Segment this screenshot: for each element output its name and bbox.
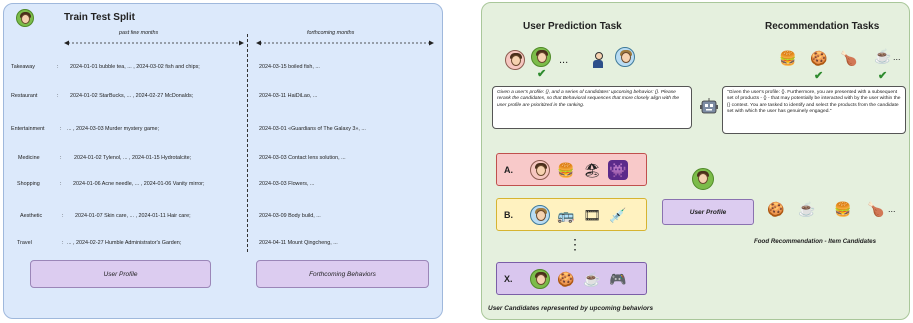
- forthcoming-behaviors-box: Forthcoming Behaviors: [256, 260, 429, 288]
- more-candidates-dots: ⋮: [568, 236, 582, 252]
- cookie-icon: 🍪: [557, 270, 575, 287]
- row-category: Entertainment: [11, 126, 45, 132]
- burger-icon: 🍔: [834, 201, 852, 217]
- user-avatar-icon: [16, 9, 34, 27]
- check-icon: ✔: [814, 70, 824, 82]
- row-future: 2024-03-15 boiled fish, ...: [259, 64, 320, 70]
- robot-icon: [700, 97, 718, 117]
- row-separator: :: [60, 181, 62, 187]
- recommendation-tasks-title: Recommendation Tasks: [765, 21, 880, 32]
- timeline-arrows: [64, 40, 434, 46]
- candidate-x: X. 🍪 ☕ 🎮: [496, 262, 647, 295]
- prediction-prompt: Given a user's profile: {}, and a series…: [492, 86, 692, 129]
- candidate-b: B. 🚌 🎞 💉: [496, 198, 647, 231]
- ellipsis: ...: [888, 204, 896, 214]
- row-separator: :: [62, 213, 64, 219]
- film-reel-icon: 🎞: [583, 206, 601, 223]
- user-prediction-task-title: User Prediction Task: [523, 21, 622, 32]
- candidate-label: A.: [504, 164, 513, 175]
- row-category: Shopping: [17, 181, 40, 187]
- row-past: ... , 2024-02-27 Humble Administrator's …: [67, 240, 182, 246]
- ellipsis: ...: [559, 54, 569, 66]
- user-profile-box: User Profile: [662, 199, 754, 225]
- user-avatar-icon: [505, 50, 525, 70]
- row-category: Medicine: [18, 155, 40, 161]
- tasks-panel: User Prediction Task Recommendation Task…: [481, 2, 910, 320]
- candidate-a: A. 🍔 🏖 👾: [496, 153, 647, 186]
- user-profile-box: User Profile: [30, 260, 211, 288]
- past-months-label: past few months: [119, 30, 159, 36]
- chicken-leg-icon: 🍗: [840, 50, 858, 66]
- row-category: Takeaway: [11, 64, 35, 70]
- row-past: 2024-01-02 StarBucks, ... , 2024-02-27 M…: [70, 93, 194, 99]
- row-past: 2024-01-02 Tylenol, ... , 2024-01-15 Hyd…: [74, 155, 192, 161]
- row-separator: :: [62, 240, 64, 246]
- train-test-split-panel: Train Test Split past few months forthco…: [3, 3, 443, 319]
- user-avatar-icon: [531, 47, 551, 67]
- row-past: 2024-01-07 Skin care, ... , 2024-01-11 H…: [75, 213, 191, 219]
- row-future: 2024-03-11 HaiDiLao, ...: [259, 93, 318, 99]
- coffee-cup-icon: ☕: [583, 270, 601, 287]
- row-separator: :: [60, 126, 62, 132]
- food-recommendation-label: Food Recommendation - Item Candidates: [754, 238, 877, 245]
- user-avatar-icon: [692, 168, 714, 190]
- syringe-icon: 💉: [609, 206, 627, 223]
- person-icon: [593, 52, 603, 68]
- row-past: 2024-01-01 bubble tea, ... , 2024-03-02 …: [70, 64, 200, 70]
- burger-icon: 🍔: [779, 50, 797, 66]
- forthcoming-months-label: forthcoming months: [307, 30, 355, 36]
- game-icon: 👾: [608, 160, 628, 180]
- check-icon: ✔: [878, 70, 888, 82]
- chicken-leg-icon: 🍗: [867, 201, 885, 217]
- row-future: 2024-03-03 Contact lens solution, ...: [259, 155, 346, 161]
- user-avatar-icon: [530, 269, 550, 289]
- user-avatar-icon: [530, 160, 550, 180]
- coffee-cup-icon: ☕: [798, 201, 816, 217]
- row-separator: :: [57, 93, 59, 99]
- coffee-cup-icon: ☕: [874, 48, 892, 64]
- row-category: Travel: [17, 240, 32, 246]
- ellipsis: ...: [893, 52, 901, 62]
- user-avatar-icon: [530, 205, 550, 225]
- check-icon: ✔: [537, 68, 547, 80]
- row-past: ... , 2024-03-03 Murder mystery game;: [67, 126, 159, 132]
- gamepad-icon: 🎮: [609, 270, 627, 287]
- footer-caption: User Candidates represented by upcoming …: [488, 305, 654, 312]
- row-category: Aesthetic: [20, 213, 43, 219]
- row-future: 2024-03-01 «Guardians of The Galaxy 3», …: [259, 126, 366, 132]
- split-divider: [247, 34, 248, 252]
- panel-title: Train Test Split: [64, 12, 135, 23]
- row-future: 2024-04-11 Mount Qingcheng, ...: [259, 240, 338, 246]
- row-separator: :: [60, 155, 62, 161]
- user-avatar-icon: [615, 47, 635, 67]
- candidate-label: X.: [504, 273, 513, 284]
- cookie-icon: 🍪: [767, 201, 785, 217]
- row-past: 2024-01-06 Acne needle, ... , 2024-01-06…: [73, 181, 205, 187]
- row-future: 2024-03-03 Flowers, ...: [259, 181, 315, 187]
- beach-icon: 🏖: [583, 161, 601, 178]
- row-future: 2024-03-09 Body build, ...: [259, 213, 321, 219]
- bus-icon: 🚌: [557, 206, 575, 223]
- recommendation-prompt: "Given the user's profile: {}. Furthermo…: [722, 86, 906, 134]
- burger-icon: 🍔: [557, 161, 575, 178]
- candidate-label: B.: [504, 209, 513, 220]
- cookie-icon: 🍪: [810, 50, 828, 66]
- row-separator: :: [57, 64, 59, 70]
- row-category: Restaurant: [11, 93, 38, 99]
